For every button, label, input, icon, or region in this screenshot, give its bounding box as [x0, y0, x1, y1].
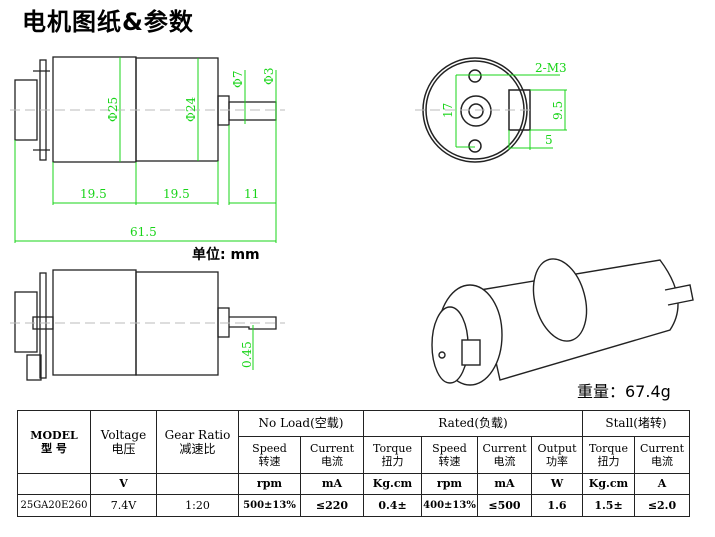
unit-cell	[156, 473, 239, 495]
motor-drawings: Φ25 Φ24 Φ7 Φ3 19.5 19.5 11 61.5 2-M3 17 …	[10, 56, 694, 386]
unit-cell: mA	[300, 473, 364, 495]
unit-cell: Kg.cm	[582, 473, 635, 495]
cell-output: 1.6	[531, 494, 583, 517]
dim-d24: Φ24	[184, 97, 198, 122]
side-view	[14, 269, 277, 381]
dim-len1: 19.5	[80, 187, 107, 201]
dim-d7: Φ7	[231, 71, 245, 88]
cell-voltage: 7.4V	[90, 494, 157, 517]
dim-flat: 0.45	[240, 341, 254, 368]
header-stall: Stall(堵转)	[582, 410, 690, 437]
motor-3d-view	[431, 258, 694, 386]
header-rated: Rated(负载)	[363, 410, 583, 437]
dim-len2: 19.5	[163, 187, 190, 201]
cell-model: 25GA20E260	[17, 494, 91, 517]
cell-rated-speed: 400±13%	[421, 494, 478, 517]
cell-noload-speed: 500±13%	[238, 494, 301, 517]
dim-len3: 11	[244, 187, 259, 201]
dim-d3: Φ3	[262, 68, 276, 85]
unit-cell: W	[531, 473, 583, 495]
unit-cell: mA	[477, 473, 532, 495]
dim-d25: Φ25	[106, 97, 120, 122]
unit-cell: Kg.cm	[363, 473, 422, 495]
dim-thread: 2-M3	[535, 61, 567, 75]
unit-cell	[17, 473, 91, 495]
dim-width: 5	[545, 133, 553, 147]
cell-gear-ratio: 1:20	[156, 494, 239, 517]
unit-cell: rpm	[421, 473, 478, 495]
cell-rated-current: ≤500	[477, 494, 532, 517]
unit-cell: A	[634, 473, 690, 495]
dim-total: 61.5	[130, 225, 157, 239]
dim-spacing: 17	[441, 103, 455, 118]
dim-height: 9.5	[551, 101, 565, 120]
table-row: 25GA20E260 7.4V 1:20 500±13% ≤220 0.4± 4…	[17, 494, 690, 517]
cell-rated-torque: 0.4±	[363, 494, 422, 517]
header-no-load: No Load(空载)	[238, 410, 364, 437]
weight-label: 重量：67.4g	[577, 382, 671, 401]
unit-cell: rpm	[238, 473, 301, 495]
cell-noload-current: ≤220	[300, 494, 364, 517]
cell-stall-current: ≤2.0	[634, 494, 690, 517]
cell-stall-torque: 1.5±	[582, 494, 635, 517]
unit-label: 单位: mm	[192, 247, 260, 263]
page-title: 电机图纸&参数	[22, 8, 194, 36]
unit-cell: V	[90, 473, 157, 495]
